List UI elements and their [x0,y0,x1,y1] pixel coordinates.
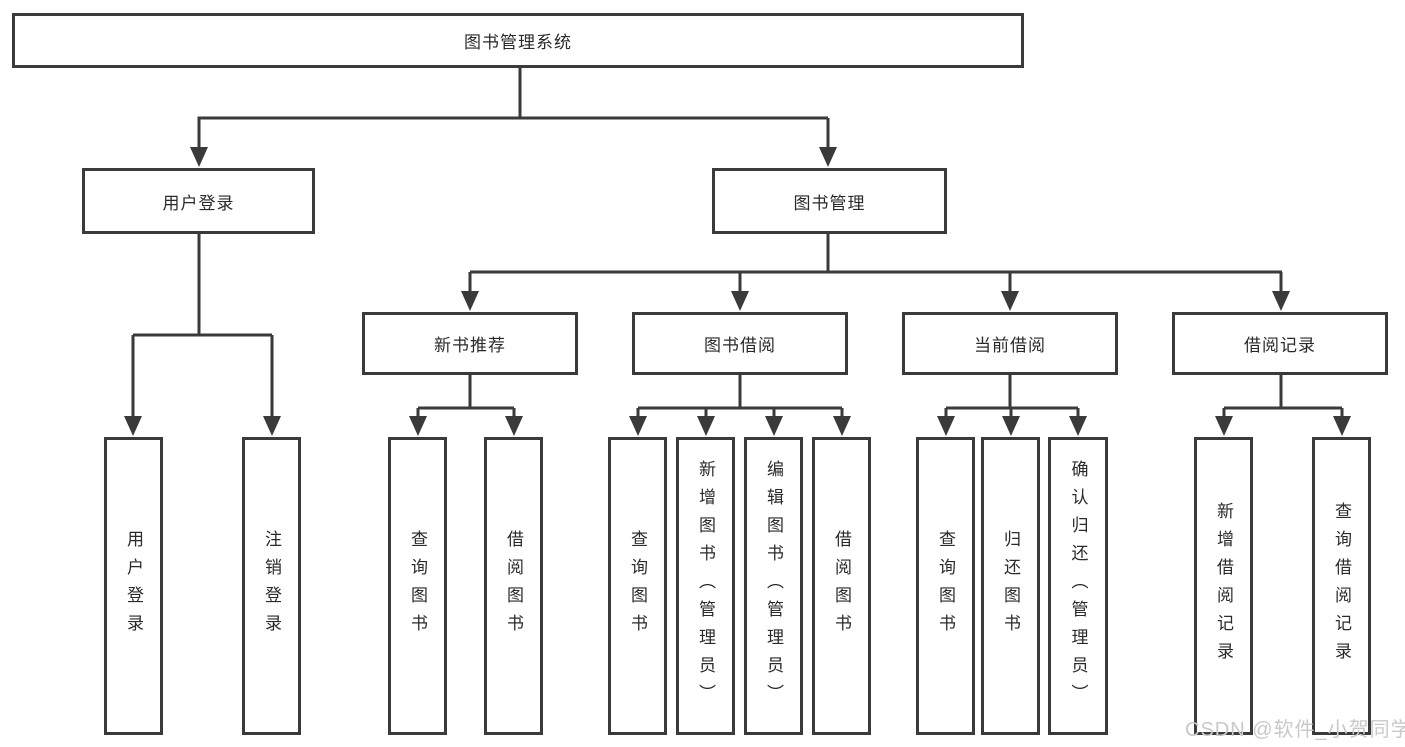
csdn-watermark: CSDN @软件_小贺同学 [1185,719,1405,741]
leaf-borrow-books-borrowing-label: 借阅图书 [832,530,851,642]
node-root-system: 图书管理系统 [12,13,1024,68]
node-borrowing-records: 借阅记录 [1172,312,1388,375]
leaf-return-book-label: 归还图书 [1001,530,1020,642]
leaf-logout-label: 注销登录 [262,530,281,642]
leaf-query-books-recommend-label: 查询图书 [408,530,427,642]
leaf-confirm-return-admin-label: 确认归还（管理员） [1068,460,1088,712]
leaf-confirm-return-admin: 确认归还（管理员） [1048,437,1108,735]
node-borrowing-records-label: 借阅记录 [1244,336,1316,355]
leaf-query-books-borrowing: 查询图书 [608,437,667,735]
leaf-query-books-recommend: 查询图书 [388,437,447,735]
leaf-logout: 注销登录 [242,437,301,735]
node-book-management-label: 图书管理 [793,193,866,213]
leaf-user-login: 用户登录 [104,437,163,735]
leaf-borrow-books-recommend-label: 借阅图书 [504,530,523,642]
leaf-return-book: 归还图书 [981,437,1040,735]
node-book-borrowing-label: 图书借阅 [704,336,776,355]
leaf-add-book-admin-label: 新增图书（管理员） [696,460,715,712]
node-current-borrowing-label: 当前借阅 [974,336,1046,355]
node-book-management: 图书管理 [712,168,947,234]
leaf-add-borrow-record: 新增借阅记录 [1194,437,1253,735]
leaf-add-book-admin: 新增图书（管理员） [676,437,735,735]
leaf-query-borrow-record-label: 查询借阅记录 [1332,502,1351,670]
leaf-borrow-books-borrowing: 借阅图书 [812,437,871,735]
node-user-login-label: 用户登录 [162,193,235,213]
leaf-edit-book-admin: 编辑图书（管理员） [744,437,803,735]
leaf-query-borrow-record: 查询借阅记录 [1312,437,1371,735]
node-user-login: 用户登录 [82,168,315,234]
leaf-query-books-current-label: 查询图书 [936,530,955,642]
node-root-system-label: 图书管理系统 [464,33,572,52]
leaf-query-books-current: 查询图书 [916,437,975,735]
node-new-book-recommendation-label: 新书推荐 [434,336,506,355]
arrowheads [124,147,1351,436]
node-new-book-recommendation: 新书推荐 [362,312,578,375]
leaf-add-borrow-record-label: 新增借阅记录 [1214,502,1233,670]
node-current-borrowing: 当前借阅 [902,312,1118,375]
leaf-query-books-borrowing-label: 查询图书 [628,530,647,642]
leaf-borrow-books-recommend: 借阅图书 [484,437,543,735]
leaf-user-login-label: 用户登录 [124,530,143,642]
node-book-borrowing: 图书借阅 [632,312,848,375]
leaf-edit-book-admin-label: 编辑图书（管理员） [764,460,783,712]
